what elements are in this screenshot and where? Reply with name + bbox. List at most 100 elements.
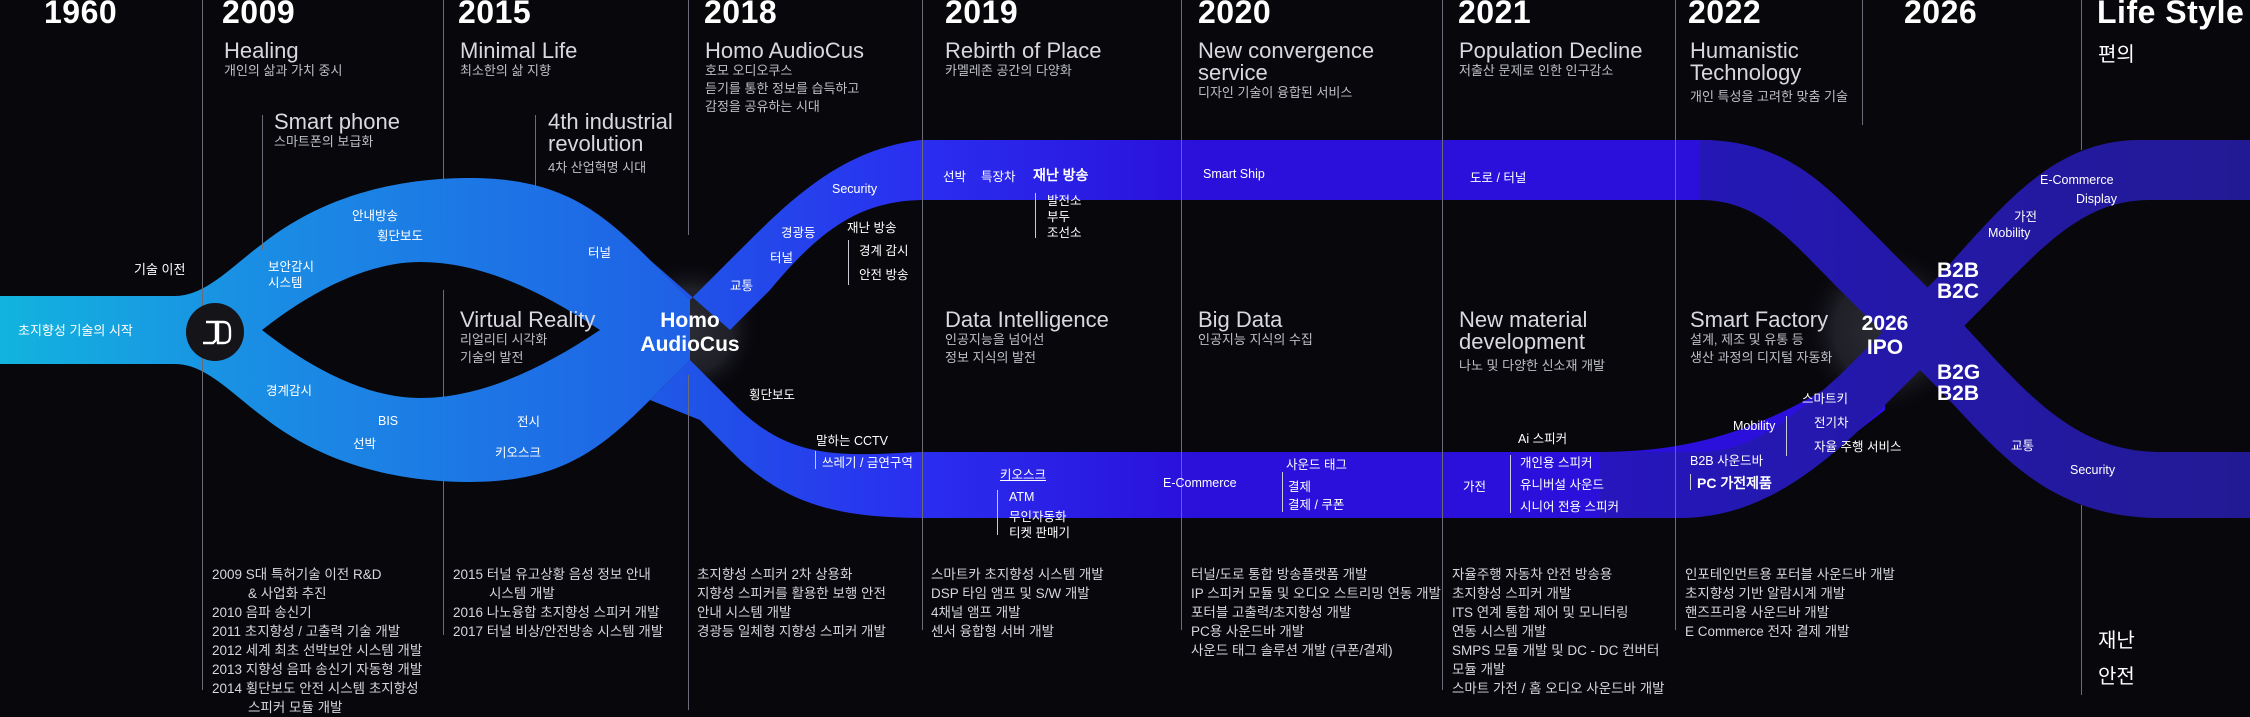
- band-label: 터널: [770, 251, 794, 265]
- band-label: 보안감시: [268, 260, 315, 274]
- history-item: 초지향성 기반 알람시계 개발: [1685, 586, 1846, 601]
- history-item: SMPS 모듈 개발 및 DC - DC 컨버터: [1452, 643, 1660, 658]
- subera-subtitle: 인공지능 지식의 수집: [1198, 332, 1313, 347]
- history-item: 2017 터널 비상/안전방송 시스템 개발: [453, 624, 664, 639]
- subera-title-line: New material: [1459, 307, 1588, 332]
- history-2020: 터널/도로 통합 방송플랫폼 개발 IP 스피커 모듈 및 오디오 스트리밍 연…: [1191, 565, 1441, 660]
- history-item: 초지향성 스피커 개발: [1452, 586, 1572, 601]
- subera-subtitle-line: 인공지능을 넘어선: [945, 332, 1045, 347]
- band-label: 키오스크: [1000, 468, 1047, 482]
- band-label: Smart Ship: [1203, 167, 1265, 181]
- history-item: 2009 S대 특허기술 이전 R&D: [212, 567, 382, 582]
- year-2022: 2022: [1688, 0, 1762, 30]
- history-item: ITS 연계 통합 제어 및 모니터링: [1452, 605, 1629, 620]
- band-label: 시스템: [268, 276, 303, 290]
- history-item: 스마트 가전 / 홈 오디오 사운드바 개발: [1452, 681, 1665, 696]
- year-2015: 2015: [458, 0, 532, 30]
- band-label: 횡단보도: [377, 229, 424, 243]
- hub-homo-audiocus: Homo AudioCus: [640, 309, 740, 357]
- bb-line: B2C: [1937, 280, 1980, 303]
- subera-data-intelligence: Data Intelligence 인공지능을 넘어선 정보 지식의 발전: [945, 309, 1109, 367]
- band-label: 유니버설 사운드: [1520, 478, 1604, 492]
- band-label: 선박: [943, 170, 967, 184]
- band-label: 부두: [1047, 210, 1071, 224]
- brace-line: [1786, 416, 1787, 456]
- band-label-highlight: PC 가전제품: [1697, 475, 1772, 491]
- year-2020: 2020: [1198, 0, 1272, 30]
- era-title-line: Technology: [1690, 60, 1802, 85]
- era-subtitle: 카멜레존 공간의 다양화: [945, 63, 1072, 78]
- era-title: Homo AudioCus: [705, 38, 864, 63]
- subera-title: Smart phone: [274, 109, 400, 134]
- band-label: 안내방송: [352, 209, 399, 223]
- history-2015: 2015 터널 유고상황 음성 정보 안내 시스템 개발 2016 나노융합 초…: [453, 565, 663, 641]
- history-2019: 스마트카 초지향성 시스템 개발 DSP 타임 앰프 및 S/W 개발 4채널 …: [931, 565, 1104, 641]
- band-label: 경계감시: [266, 384, 313, 398]
- subera-title: Smart Factory: [1690, 307, 1829, 332]
- band-label: Security: [2070, 463, 2116, 477]
- subera-title: Virtual Reality: [460, 307, 596, 332]
- band-label: 가전: [2014, 210, 2038, 224]
- band-label: 교통: [730, 279, 754, 293]
- band-label: Ai 스피커: [1518, 432, 1568, 446]
- divider-lifestyle: [2081, 0, 2082, 150]
- hub-line: AudioCus: [640, 333, 740, 356]
- era-humanistic-technology: Humanistic Technology 개인 특성을 고려한 맞춤 기술: [1690, 40, 1848, 106]
- divider-2022: [1675, 0, 1676, 630]
- band-label: BIS: [378, 414, 399, 428]
- band-label: 쓰레기 / 금연구역: [822, 456, 913, 470]
- subera-big-data: Big Data 인공지능 지식의 수집: [1198, 309, 1313, 349]
- subera-subtitle: 4차 산업혁명 시대: [548, 160, 647, 175]
- history-item: 자율주행 자동차 안전 방송용: [1452, 567, 1613, 582]
- band-label: Mobility: [1733, 419, 1776, 433]
- tech-transfer-label: 기술 이전: [134, 262, 186, 277]
- band-label: Security: [832, 182, 878, 196]
- divider-2026: [1862, 0, 1863, 125]
- history-item: 인포테인먼트용 포터블 사운드바 개발: [1685, 567, 1895, 582]
- band-label: 무인자동화: [1009, 510, 1067, 524]
- history-item: 스피커 모듈 개발: [248, 700, 343, 715]
- era-subtitle: 디자인 기술이 융합된 서비스: [1198, 85, 1353, 100]
- divider-lifestyle-lower: [2081, 505, 2082, 695]
- band-label: 전기차: [1814, 416, 1849, 430]
- history-2021: 자율주행 자동차 안전 방송용 초지향성 스피커 개발 ITS 연계 통합 제어…: [1452, 565, 1665, 698]
- history-item: PC용 사운드바 개발: [1191, 624, 1305, 639]
- era-title-line: New convergence: [1198, 38, 1375, 63]
- band-label: 결제: [1288, 480, 1312, 494]
- era-title: Rebirth of Place: [945, 38, 1102, 63]
- subera-title-line: development: [1459, 329, 1585, 354]
- era-subtitle: 최소한의 삶 지향: [460, 63, 551, 78]
- history-item: 모듈 개발: [1452, 662, 1506, 677]
- era-subtitle-line: 듣기를 통한 정보를 습득하고: [705, 81, 860, 96]
- history-item: 센서 융합형 서버 개발: [931, 624, 1055, 639]
- history-item: 경광등 일체형 지향성 스피커 개발: [697, 624, 886, 639]
- history-item: 포터블 고출력/초지향성 개발: [1191, 605, 1352, 620]
- divider-industrial: [535, 115, 536, 190]
- history-item: DSP 타임 앰프 및 S/W 개발: [931, 586, 1090, 601]
- era-subtitle: 저출산 문제로 인한 인구감소: [1459, 63, 1614, 78]
- band-label: 말하는 CCTV: [816, 434, 889, 448]
- band-label: 교통: [2011, 439, 2035, 453]
- band-label: 도로 / 터널: [1470, 171, 1527, 185]
- band-label: E-Commerce: [2040, 173, 2114, 187]
- hub-2026-ipo: 2026 IPO: [1840, 312, 1930, 360]
- bb-line: B2B: [1937, 259, 1980, 282]
- year-2021: 2021: [1458, 0, 1532, 30]
- band-label: 사운드 태그: [1286, 458, 1347, 472]
- era-healing: Healing 개인의 삶과 가치 중시: [224, 40, 342, 80]
- era-title: Minimal Life: [460, 38, 578, 63]
- year-2009: 2009: [222, 0, 296, 30]
- subera-subtitle-line: 설계, 제조 및 유통 등: [1690, 332, 1804, 347]
- jd-logo-icon: [203, 320, 232, 345]
- history-item: 2015 터널 유고상황 음성 정보 안내: [453, 567, 651, 582]
- band-label: 티켓 판매기: [1009, 526, 1070, 540]
- band-label: 키오스크: [495, 446, 542, 460]
- bb-line: B2G: [1937, 361, 1981, 384]
- band-label-highlight: 재난 방송: [1033, 167, 1089, 183]
- band-label: Mobility: [1988, 226, 2031, 240]
- divider-2018: [688, 0, 689, 235]
- era-rebirth-of-place: Rebirth of Place 카멜레존 공간의 다양화: [945, 40, 1102, 80]
- brace-line: [997, 490, 998, 535]
- history-item: 스마트카 초지향성 시스템 개발: [931, 567, 1104, 582]
